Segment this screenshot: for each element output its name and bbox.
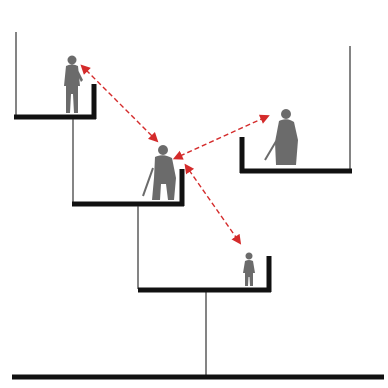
- arrow-center-to-right: [172, 114, 270, 160]
- sword-figure-center-icon: [142, 145, 176, 200]
- center-ledge: [72, 169, 185, 289]
- arrow-top-left-to-center: [80, 64, 159, 143]
- arrow-center-to-lower: [184, 163, 242, 245]
- ground-line: [12, 291, 384, 380]
- lower-ledge: [138, 256, 272, 293]
- robed-figure-right-icon: [264, 109, 298, 165]
- small-figure-lower-icon: [243, 252, 255, 286]
